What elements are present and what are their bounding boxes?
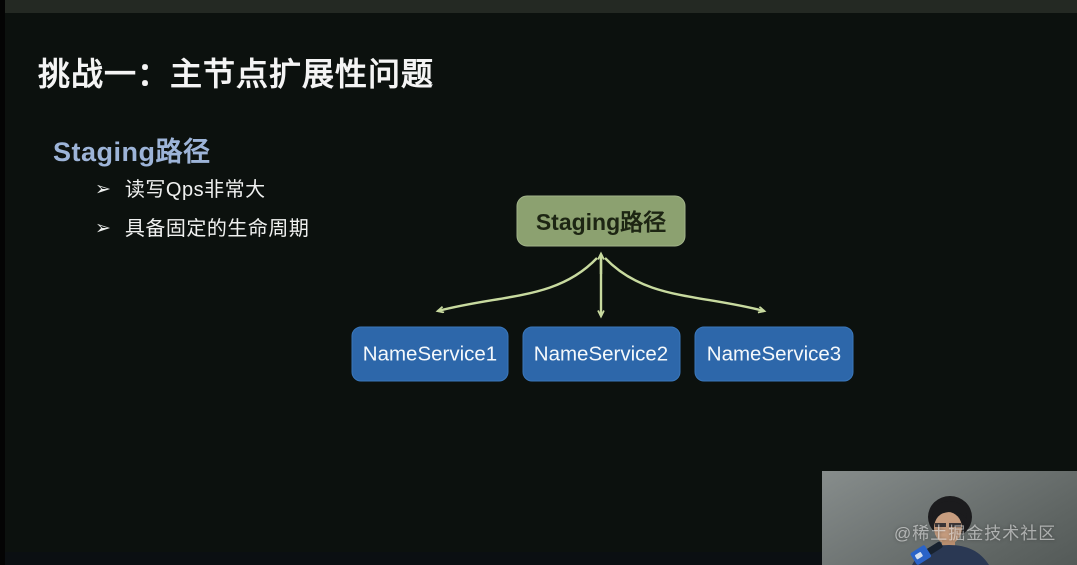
- bullet-text: 读写Qps非常大: [124, 179, 266, 201]
- speaker-face: [934, 512, 962, 544]
- node-nameservice3-label: NameService3: [707, 343, 841, 366]
- bullet-item: ➢ 读写Qps非常大: [95, 178, 309, 202]
- node-nameservice1-label: NameService1: [363, 343, 497, 366]
- node-staging: Staging路径: [516, 195, 686, 247]
- bullet-item: ➢ 具备固定的生命周期: [95, 217, 309, 241]
- slide-title: 挑战一：主节点扩展性问题: [38, 56, 435, 92]
- microphone: [910, 541, 943, 565]
- presentation-slide: 挑战一：主节点扩展性问题 Staging路径 ➢ 读写Qps非常大 ➢ 具备固定…: [5, 13, 1077, 552]
- node-nameservice1: NameService1: [351, 326, 509, 382]
- slide-subtitle: Staging路径: [53, 137, 211, 167]
- video-frame-left-edge: [0, 0, 5, 565]
- edge-to-nameservice1: [438, 257, 598, 311]
- video-frame-top-bar: [0, 0, 1077, 13]
- speaker-webcam-overlay: @稀土掘金技术社区: [822, 471, 1077, 565]
- tree-diagram: Staging路径 NameService1 NameService2 Name…: [351, 195, 854, 382]
- bullet-list: ➢ 读写Qps非常大 ➢ 具备固定的生命周期: [95, 178, 309, 256]
- speaker-figure: [910, 496, 989, 565]
- arrow-bullet-icon: ➢: [95, 218, 111, 239]
- arrow-bullet-icon: ➢: [95, 179, 111, 200]
- node-nameservice2-label: NameService2: [534, 343, 668, 366]
- speaker-fringe: [932, 501, 967, 519]
- node-nameservice2: NameService2: [522, 326, 681, 382]
- bullet-text: 具备固定的生命周期: [124, 218, 310, 240]
- speaker-neck: [942, 540, 955, 549]
- watermark-text: @稀土掘金技术社区: [894, 524, 1057, 543]
- node-staging-label: Staging路径: [536, 209, 666, 235]
- edge-to-nameservice3: [604, 257, 764, 311]
- video-frame-bottom-bar: [0, 552, 1077, 565]
- node-nameservice3: NameService3: [694, 326, 854, 382]
